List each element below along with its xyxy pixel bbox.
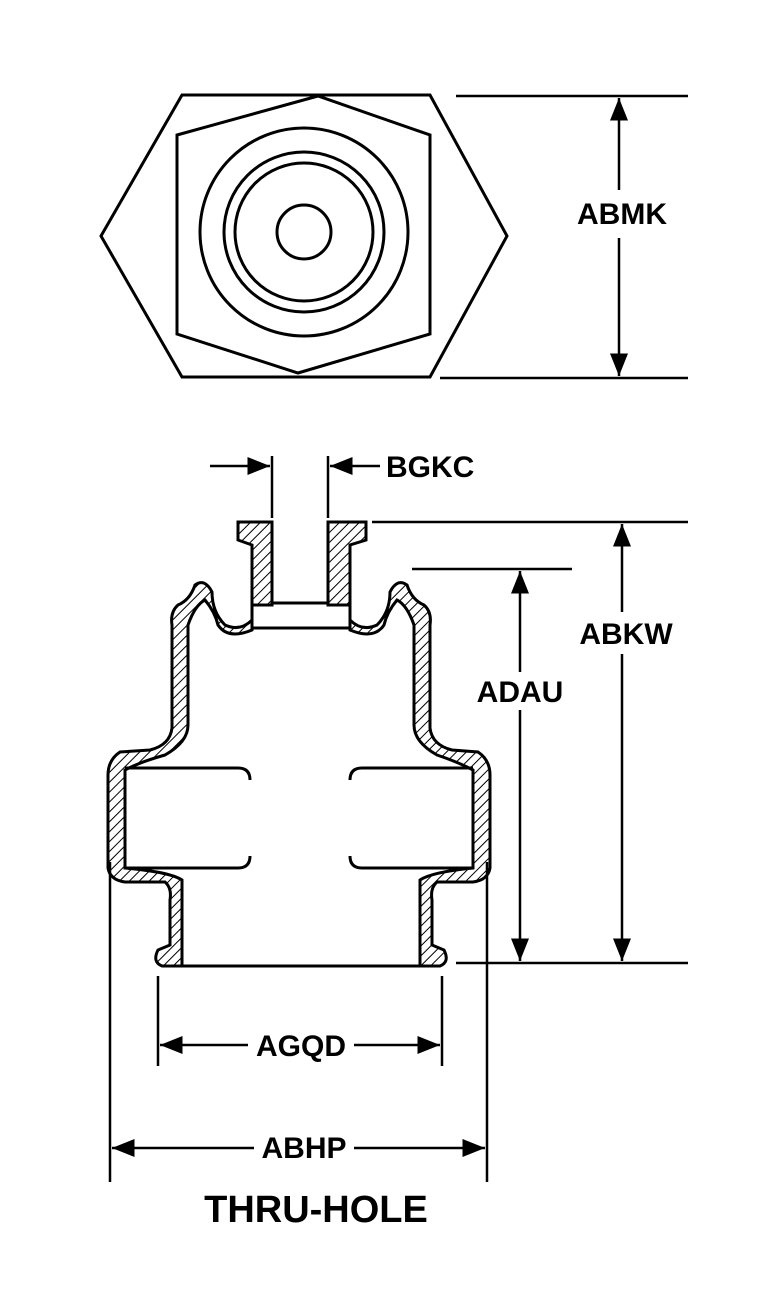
ring-middle [222, 150, 386, 314]
center-hole [275, 203, 333, 261]
nozzle-left-wall [236, 520, 274, 607]
nozzle-right-wall [326, 520, 368, 607]
label-bgkc: BGKC [386, 451, 474, 484]
label-adau: ADAU [477, 676, 564, 709]
ring-outer [198, 126, 410, 338]
top-view [99, 93, 509, 379]
ring-inner [233, 161, 375, 303]
dimension-abmk: ABMK [440, 94, 688, 380]
dimension-abkw: ABKW [372, 520, 688, 965]
dimension-abhp: ABHP [108, 862, 489, 1182]
label-abhp: ABHP [261, 1132, 346, 1165]
port-right [348, 766, 473, 870]
inner-hex [175, 94, 432, 375]
shell-right-wall [348, 581, 492, 968]
label-agqd: AGQD [256, 1030, 346, 1063]
dimension-adau: ADAU [412, 567, 572, 961]
dimension-bgkc: BGKC [210, 451, 474, 518]
hex-outline [99, 93, 509, 379]
label-abmk: ABMK [577, 198, 667, 231]
dimension-agqd: AGQD [156, 976, 444, 1066]
port-left [125, 766, 252, 870]
label-abkw: ABKW [579, 618, 673, 651]
section-view [106, 520, 492, 968]
caption-thru-hole: THRU-HOLE [204, 1189, 428, 1231]
shell-left-wall [106, 581, 254, 968]
